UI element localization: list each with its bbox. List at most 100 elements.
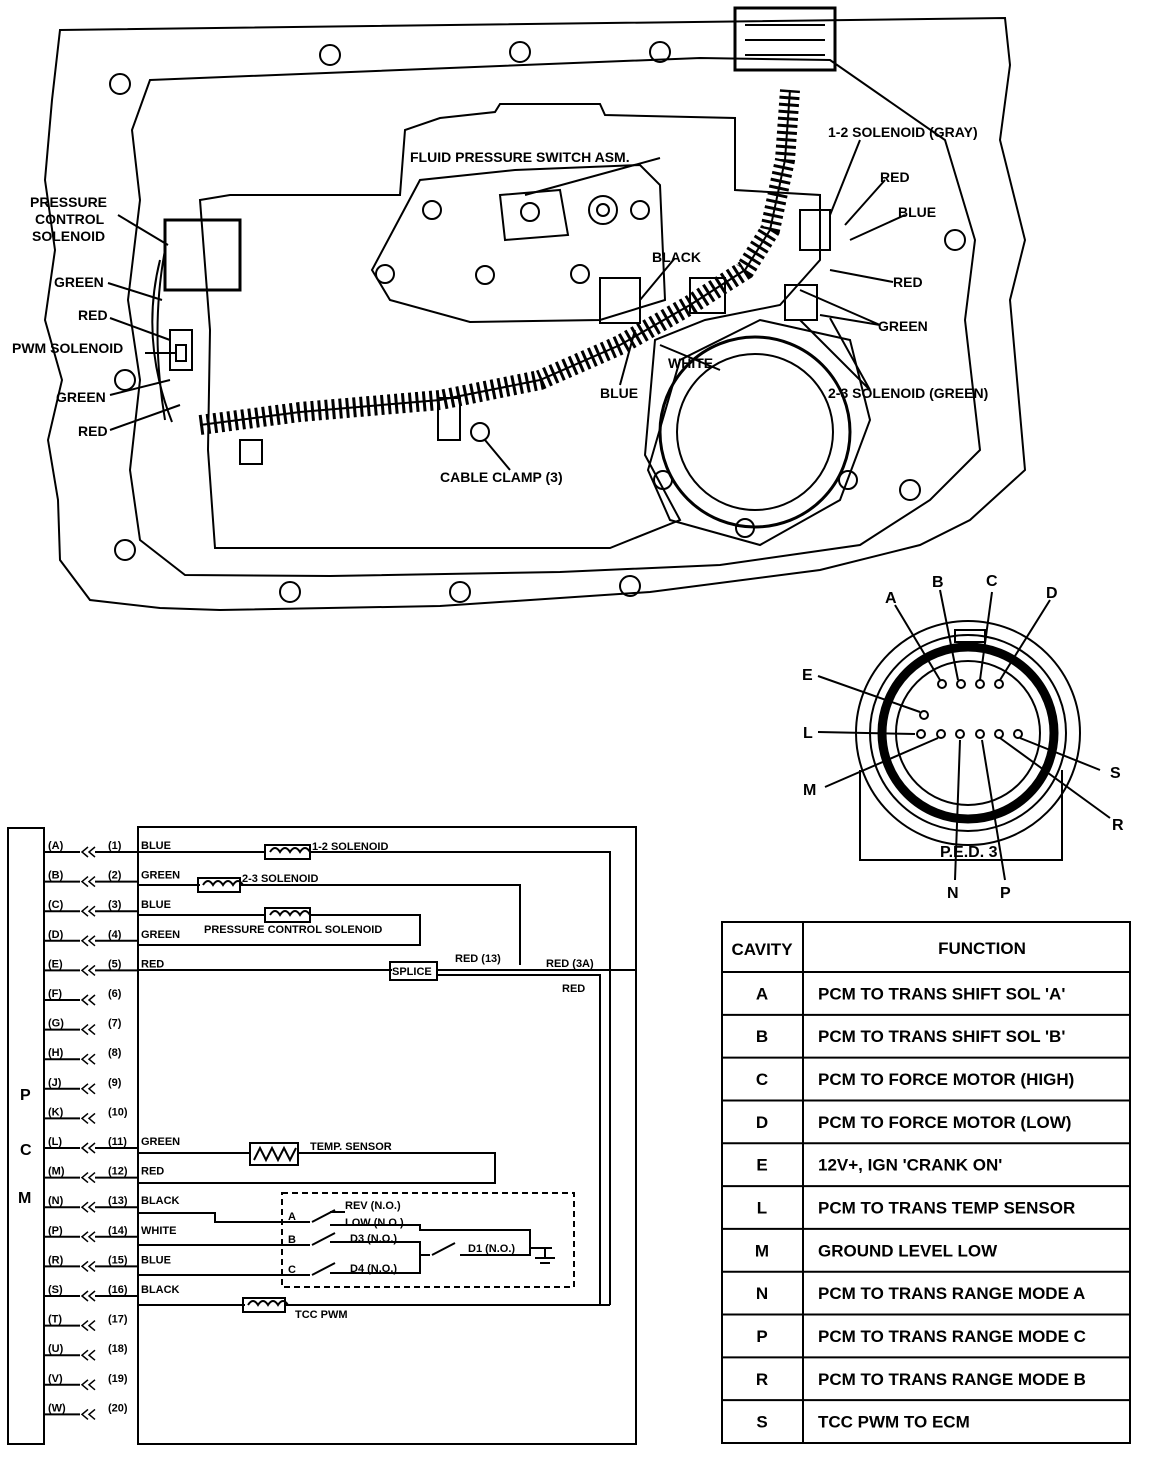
schematic-row: (H)(8) — [44, 1047, 122, 1065]
coil-pcs — [264, 907, 311, 923]
pin-number: (17) — [108, 1314, 128, 1326]
schematic-row: (B)(2)GREEN — [44, 870, 180, 888]
pin-p — [975, 729, 985, 739]
schematic-row: (S)(16)BLACK — [44, 1284, 180, 1302]
label-fluid-pressure-switch: FLUID PRESSURE SWITCH ASM. — [410, 149, 630, 165]
cable-clamp-bolt — [470, 422, 490, 442]
connector-name: P.E.D. 3 — [940, 844, 998, 861]
label-pcs-line1: PRESSURE — [30, 194, 107, 210]
pin-l — [916, 729, 926, 739]
bolt — [509, 41, 531, 63]
pin-chevron-icon — [80, 1379, 96, 1391]
function-cell: PCM TO FORCE MOTOR (LOW) — [818, 1113, 1071, 1132]
schematic-row: (L)(11)GREEN — [44, 1136, 180, 1154]
cavity-code: (L) — [48, 1136, 62, 1148]
pin-label-r: R — [1112, 817, 1124, 834]
pin-chevron-icon — [80, 876, 96, 888]
label-green-2: GREEN — [56, 389, 106, 405]
pcm-box — [7, 827, 45, 1445]
wire-color: RED — [141, 1166, 164, 1178]
coil-12-solenoid — [264, 844, 311, 860]
pin-m — [936, 729, 946, 739]
pin-label-p: P — [1000, 885, 1011, 902]
pin-number: (7) — [108, 1018, 122, 1030]
cavity-code: (H) — [48, 1047, 64, 1059]
coil-23-solenoid — [197, 877, 244, 893]
switch-dashed-box — [281, 1192, 575, 1288]
cavity-cell: S — [756, 1413, 767, 1432]
bolt — [588, 195, 618, 225]
schematic-row: (T) (17) — [44, 1314, 128, 1332]
schematic-row: (D)(4)GREEN — [44, 929, 180, 947]
cavity-code: (T) — [48, 1314, 62, 1326]
label-red-3a: RED (3A) — [546, 958, 594, 970]
pin-label-m: M — [803, 782, 816, 799]
pin-number: (3) — [108, 899, 122, 911]
connector-shell — [859, 770, 1063, 861]
label-red-1: RED — [78, 307, 108, 323]
cable-clamp — [437, 397, 461, 441]
pin-number: (10) — [108, 1106, 128, 1118]
schematic-row: (V)(19) — [44, 1373, 128, 1391]
label-cable-clamp: CABLE CLAMP (3) — [440, 469, 563, 485]
wire-color: GREEN — [141, 1136, 180, 1148]
pin-chevron-icon — [80, 964, 96, 976]
cavity-code: (M) — [48, 1166, 65, 1178]
cavity-code: (W) — [48, 1402, 66, 1414]
fluid-pressure-switch — [498, 188, 570, 242]
pin-d — [994, 679, 1004, 689]
label-blue-a: BLUE — [898, 204, 936, 220]
label-green-1: GREEN — [54, 274, 104, 290]
function-cell: PCM TO TRANS SHIFT SOL 'A' — [818, 984, 1065, 1003]
schematic-row: (J)(9) — [44, 1077, 122, 1095]
pin-a — [937, 679, 947, 689]
cavity-code: (J) — [48, 1077, 62, 1089]
bolt — [619, 575, 641, 597]
pin-number: (5) — [108, 958, 122, 970]
pcm-letter-c: C — [20, 1142, 32, 1159]
pin-number: (19) — [108, 1373, 128, 1385]
schematic-row: (N)(13)BLACK — [44, 1195, 180, 1213]
wire-color: BLUE — [141, 1254, 171, 1266]
label-switch-c: C — [288, 1264, 296, 1276]
case-connector — [733, 6, 837, 72]
pin-number: (14) — [108, 1225, 128, 1237]
pin-chevron-icon — [80, 1201, 96, 1213]
label-black: BLACK — [652, 249, 701, 265]
pump-hex — [646, 318, 872, 547]
label-d3: D3 (N.O.) — [350, 1233, 397, 1245]
label-switch-b: B — [288, 1234, 296, 1246]
function-cell: PCM TO TRANS TEMP SENSOR — [818, 1199, 1075, 1218]
transmission-pan-diagram — [43, 6, 1027, 612]
pin-number: (2) — [108, 870, 122, 882]
label-pcs-line3: SOLENOID — [32, 228, 105, 244]
cavity-code: (R) — [48, 1254, 64, 1266]
cavity-code: (U) — [48, 1343, 64, 1355]
wire-color: BLACK — [141, 1195, 180, 1207]
pin-chevron-icon — [80, 1172, 96, 1184]
wire-color: GREEN — [141, 870, 180, 882]
pin-label-s: S — [1110, 765, 1121, 782]
splice-box — [389, 961, 438, 981]
schematic-row: (C)(3)BLUE — [44, 899, 171, 917]
label-12-solenoid: 1-2 SOLENOID — [312, 841, 388, 853]
bolt — [279, 581, 301, 603]
table-header-function: FUNCTION — [938, 939, 1026, 958]
wire-color: GREEN — [141, 929, 180, 941]
label-d1: D1 (N.O.) — [468, 1243, 515, 1255]
bolt — [422, 200, 442, 220]
cavity-cell: R — [756, 1370, 768, 1389]
label-green-r: GREEN — [878, 318, 928, 334]
cavity-code: (K) — [48, 1106, 64, 1118]
pin-number: (13) — [108, 1195, 128, 1207]
pin-chevron-icon — [80, 1083, 96, 1095]
pin-chevron-icon — [80, 1408, 96, 1420]
